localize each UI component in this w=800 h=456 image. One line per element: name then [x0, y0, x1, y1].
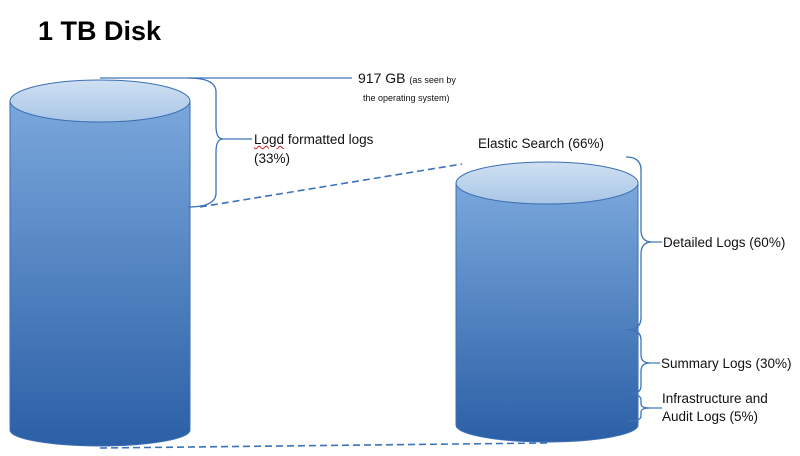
os-size-note-2: the operating system) [363, 93, 450, 103]
diagram-title: 1 TB Disk [38, 16, 162, 46]
detailed-label: Detailed Logs (60%) [663, 235, 786, 250]
disk-cylinder [9, 79, 191, 447]
connector-bottom [99, 442, 549, 449]
os-size-value: 917 GB [358, 70, 406, 86]
os-size-note-1: (as seen by [409, 75, 456, 85]
logd-brace [187, 77, 224, 208]
logd-label: Logd formatted logs [254, 131, 373, 148]
summary-label: Summary Logs (30%) [661, 356, 792, 371]
infra-label-2: Audit Logs (5%) [662, 409, 759, 424]
logd-pct: (33%) [254, 151, 291, 166]
logd-word: Logd [254, 132, 285, 147]
logd-rest: formatted logs [287, 132, 374, 147]
connector-top [199, 163, 463, 208]
os-size-label: 917 GB (as seen by [358, 70, 456, 89]
infra-label-1: Infrastructure and [662, 391, 768, 406]
elastic-label: Elastic Search (66%) [478, 136, 605, 151]
elastic-cylinder [455, 161, 639, 443]
